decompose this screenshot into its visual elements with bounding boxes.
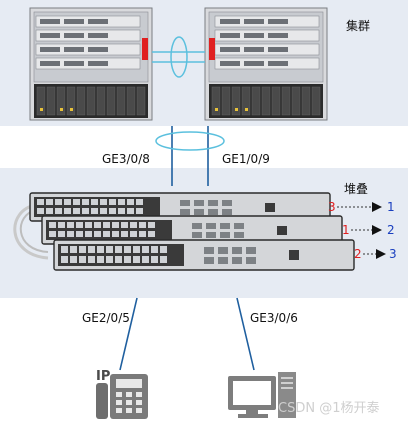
stack-new-id: 3	[389, 247, 397, 261]
stack-old-id: 3	[328, 200, 336, 214]
link-label-ge2-0-5: GE2/0/5	[82, 311, 130, 325]
stack-renumber-row-3: 2 3	[354, 247, 397, 261]
stack-new-id: 2	[387, 223, 395, 237]
arrow-icon	[376, 249, 386, 259]
stack-label: 堆叠	[344, 182, 368, 196]
arrow-icon	[372, 225, 382, 235]
stack-new-id: 1	[387, 200, 395, 214]
watermark: CSDN @1杨开泰	[278, 401, 379, 416]
stack-switch-1	[29, 192, 331, 222]
stack-switch-2	[41, 215, 343, 245]
cluster-label: 集群	[346, 18, 370, 33]
uplink-bundle-ring	[155, 131, 225, 151]
cluster-link-bundle-ring	[170, 36, 188, 78]
link-label-ge1-0-9: GE1/0/9	[222, 152, 270, 166]
cluster-chassis-right	[204, 7, 328, 121]
arrow-icon	[372, 202, 382, 212]
stack-renumber-row-2: 1 2	[342, 223, 395, 237]
cluster-link	[152, 36, 205, 78]
pc-icon	[228, 372, 296, 418]
stack-switch-3	[53, 239, 355, 271]
ip-phone-icon: IP	[96, 369, 148, 419]
downlinks	[119, 297, 255, 371]
stack-old-id: 1	[342, 223, 350, 237]
stack-switches	[13, 192, 355, 271]
cluster-chassis-left	[29, 7, 153, 121]
stack-old-id: 2	[354, 247, 362, 261]
ip-phone-label: IP	[96, 369, 110, 384]
link-label-ge3-0-8: GE3/0/8	[102, 152, 150, 166]
uplinks	[155, 126, 225, 186]
stack-renumber-row-1: 3 1	[328, 200, 395, 214]
link-label-ge3-0-6: GE3/0/6	[250, 311, 298, 325]
